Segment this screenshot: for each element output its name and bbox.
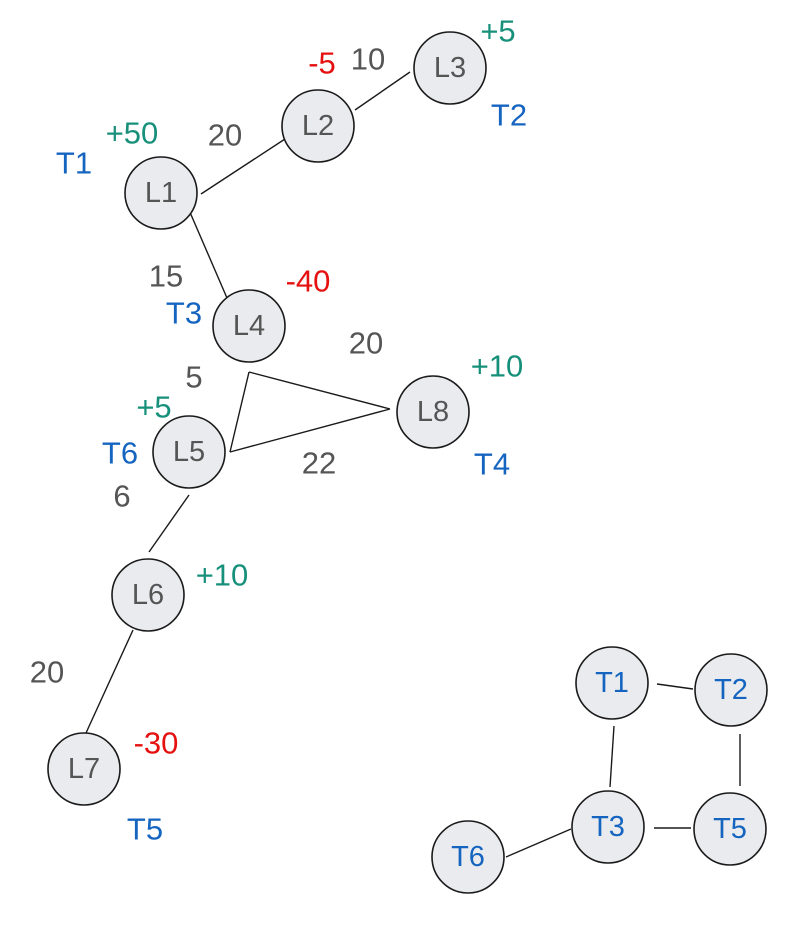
team-assignment-l3: T2: [491, 98, 527, 133]
location-node-l7: L7: [47, 732, 121, 806]
location-node-l6: L6: [111, 558, 185, 632]
location-node-l5: L5: [152, 415, 226, 489]
team-assignment-l5: T6: [102, 436, 138, 471]
edge-l1-l4: [188, 209, 228, 299]
node-circle: [111, 558, 185, 632]
node-circle: [124, 156, 198, 230]
node-circle: [693, 792, 767, 866]
node-label: T3: [591, 811, 625, 843]
team-assignment-l8: T4: [474, 447, 510, 482]
node-label: L7: [68, 753, 100, 785]
node-label: T2: [714, 674, 748, 706]
node-label: L2: [302, 110, 334, 142]
node-circle: [212, 289, 286, 363]
team-edge-t1-t2: [656, 683, 694, 690]
edge-weight-l5-l8: 22: [302, 446, 336, 481]
edge-weight-l5-l6: 6: [113, 479, 130, 514]
node-label: T6: [451, 841, 485, 873]
node-label: L1: [145, 177, 177, 209]
edge-weight-l4-l5: 5: [185, 360, 202, 395]
edge-l1-l2: [200, 138, 286, 195]
team-node-t2: T2: [694, 653, 768, 727]
location-node-l3: L3: [413, 31, 487, 105]
node-label: L8: [417, 396, 449, 428]
edges-layer: [85, 71, 741, 858]
edge-l5-l8: [229, 408, 391, 453]
edge-l2-l3: [354, 71, 411, 111]
edge-l5-l6: [148, 494, 190, 553]
team-edge-t1-t3: [609, 725, 615, 788]
node-value-l6: +10: [196, 558, 249, 593]
edge-weight-l6-l7: 20: [30, 655, 64, 690]
node-value-l3: +5: [480, 14, 515, 49]
node-label: T5: [713, 813, 747, 845]
team-node-t5: T5: [693, 792, 767, 866]
node-value-l2: -5: [308, 46, 336, 81]
edge-weight-l4-l8: 20: [349, 326, 383, 361]
edge-weight-l2-l3: 10: [351, 42, 385, 77]
node-value-l1: +50: [106, 116, 159, 151]
node-circle: [575, 646, 649, 720]
team-edge-t3-t6: [505, 828, 572, 858]
node-label: L6: [132, 579, 164, 611]
team-node-t1: T1: [575, 646, 649, 720]
location-node-l8: L8: [396, 375, 470, 449]
node-circle: [694, 653, 768, 727]
node-value-l5: +5: [136, 390, 171, 425]
node-value-l4: -40: [286, 264, 331, 299]
team-node-t3: T3: [571, 790, 645, 864]
team-node-t6: T6: [431, 820, 505, 894]
edge-weight-l1-l2: 20: [208, 118, 242, 153]
node-label: L4: [233, 310, 265, 342]
node-label: L3: [434, 52, 466, 84]
node-value-l7: -30: [134, 726, 179, 761]
location-node-l1: L1: [124, 156, 198, 230]
team-assignment-l4: T3: [166, 296, 202, 331]
node-label: T1: [595, 667, 629, 699]
node-circle: [47, 732, 121, 806]
location-node-l2: L2: [281, 89, 355, 163]
edge-l4-l5: [229, 371, 250, 453]
edge-weight-l1-l4: 15: [149, 259, 183, 294]
labels-layer: 20101552022620+50T1-5+5T2-40T3+5T6+10-30…: [30, 14, 527, 847]
node-circle: [152, 415, 226, 489]
team-assignment-l7: T5: [127, 812, 163, 847]
node-value-l8: +10: [471, 349, 524, 384]
node-circle: [281, 89, 355, 163]
edge-l6-l7: [85, 629, 134, 734]
node-circle: [431, 820, 505, 894]
node-label: L5: [173, 436, 205, 468]
location-node-l4: L4: [212, 289, 286, 363]
node-circle: [413, 31, 487, 105]
team-assignment-l1: T1: [56, 146, 92, 181]
node-circle: [571, 790, 645, 864]
node-circle: [396, 375, 470, 449]
edge-l4-l8: [248, 371, 391, 410]
